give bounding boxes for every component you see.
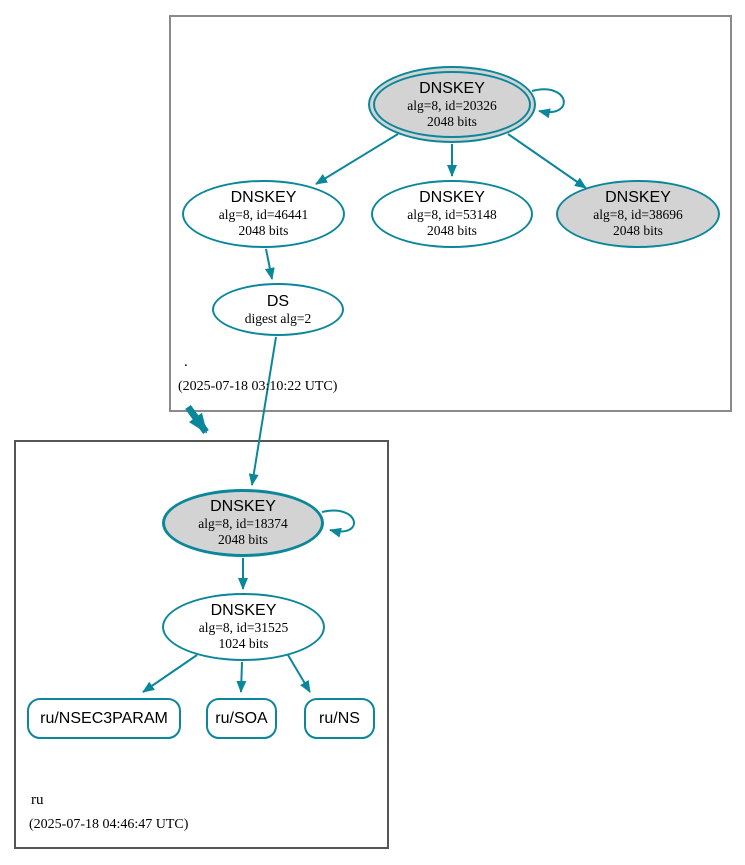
rrset-label: ru/SOA <box>215 709 268 727</box>
rrset-node-ns[interactable]: ru/NS <box>304 698 375 739</box>
edge-root-zone-to-ru-zone <box>185 404 209 435</box>
node-title: DNSKEY <box>210 602 277 619</box>
edge-zsk-46441-to-ds <box>264 248 275 280</box>
edge-root-ksk-to-ksk-38696 <box>507 133 587 189</box>
dnskey-node-20326[interactable]: DNSKEY alg=8, id=20326 2048 bits <box>368 66 536 143</box>
node-alg-id: alg=8, id=18374 <box>198 516 288 531</box>
ds-node[interactable]: DS digest alg=2 <box>212 283 344 336</box>
root-zone-timestamp: (2025-07-18 03:10:22 UTC) <box>178 379 338 394</box>
rrset-node-soa[interactable]: ru/SOA <box>206 698 277 739</box>
node-title: DNSKEY <box>605 189 671 206</box>
edge-ds-to-ru-ksk <box>248 336 277 486</box>
rrset-label: ru/NSEC3PARAM <box>40 709 168 727</box>
dnskey-node-20326-inner-ring: DNSKEY alg=8, id=20326 2048 bits <box>373 71 531 138</box>
dnskey-node-46441[interactable]: DNSKEY alg=8, id=46441 2048 bits <box>182 180 345 248</box>
edge-zsk-31525-to-soa <box>236 661 247 693</box>
root-zone-label: . <box>184 354 188 370</box>
node-title: DNSKEY <box>419 189 485 206</box>
node-bits: 2048 bits <box>218 532 268 547</box>
edge-root-ksk-self-loop <box>531 88 565 119</box>
edge-zsk-31525-to-ns <box>287 654 311 693</box>
node-alg-id: alg=8, id=20326 <box>407 97 497 113</box>
rrset-node-nsec3param[interactable]: ru/NSEC3PARAM <box>27 698 181 739</box>
node-digest: digest alg=2 <box>244 310 312 326</box>
node-bits: 2048 bits <box>613 223 663 238</box>
ru-zone-label: ru <box>31 792 44 808</box>
edge-ru-ksk-self-loop <box>321 509 355 538</box>
node-title: DNSKEY <box>210 498 276 515</box>
node-bits: 2048 bits <box>427 223 477 238</box>
node-title: DNSKEY <box>230 189 297 206</box>
node-alg-id: alg=8, id=53148 <box>407 207 497 222</box>
node-bits: 1024 bits <box>218 636 269 651</box>
edge-root-ksk-to-zsk-46441 <box>315 133 399 185</box>
node-alg-id: alg=8, id=46441 <box>218 207 309 222</box>
node-bits: 2048 bits <box>427 113 477 129</box>
node-alg-id: alg=8, id=38696 <box>593 207 683 222</box>
dnskey-node-38696[interactable]: DNSKEY alg=8, id=38696 2048 bits <box>556 180 720 248</box>
node-bits: 2048 bits <box>238 223 289 238</box>
ru-zone-box <box>14 440 389 849</box>
edge-zsk-31525-to-nsec3param <box>142 654 198 693</box>
dnskey-node-18374[interactable]: DNSKEY alg=8, id=18374 2048 bits <box>162 489 324 557</box>
root-zone-box <box>169 15 732 412</box>
node-title: DS <box>266 292 290 310</box>
dnskey-node-53148[interactable]: DNSKEY alg=8, id=53148 2048 bits <box>371 180 533 248</box>
rrset-label: ru/NS <box>319 709 360 727</box>
dnskey-node-31525[interactable]: DNSKEY alg=8, id=31525 1024 bits <box>162 593 325 661</box>
node-alg-id: alg=8, id=31525 <box>198 620 289 635</box>
node-title: DNSKEY <box>419 79 485 97</box>
ru-zone-timestamp: (2025-07-18 04:46:47 UTC) <box>29 817 189 832</box>
